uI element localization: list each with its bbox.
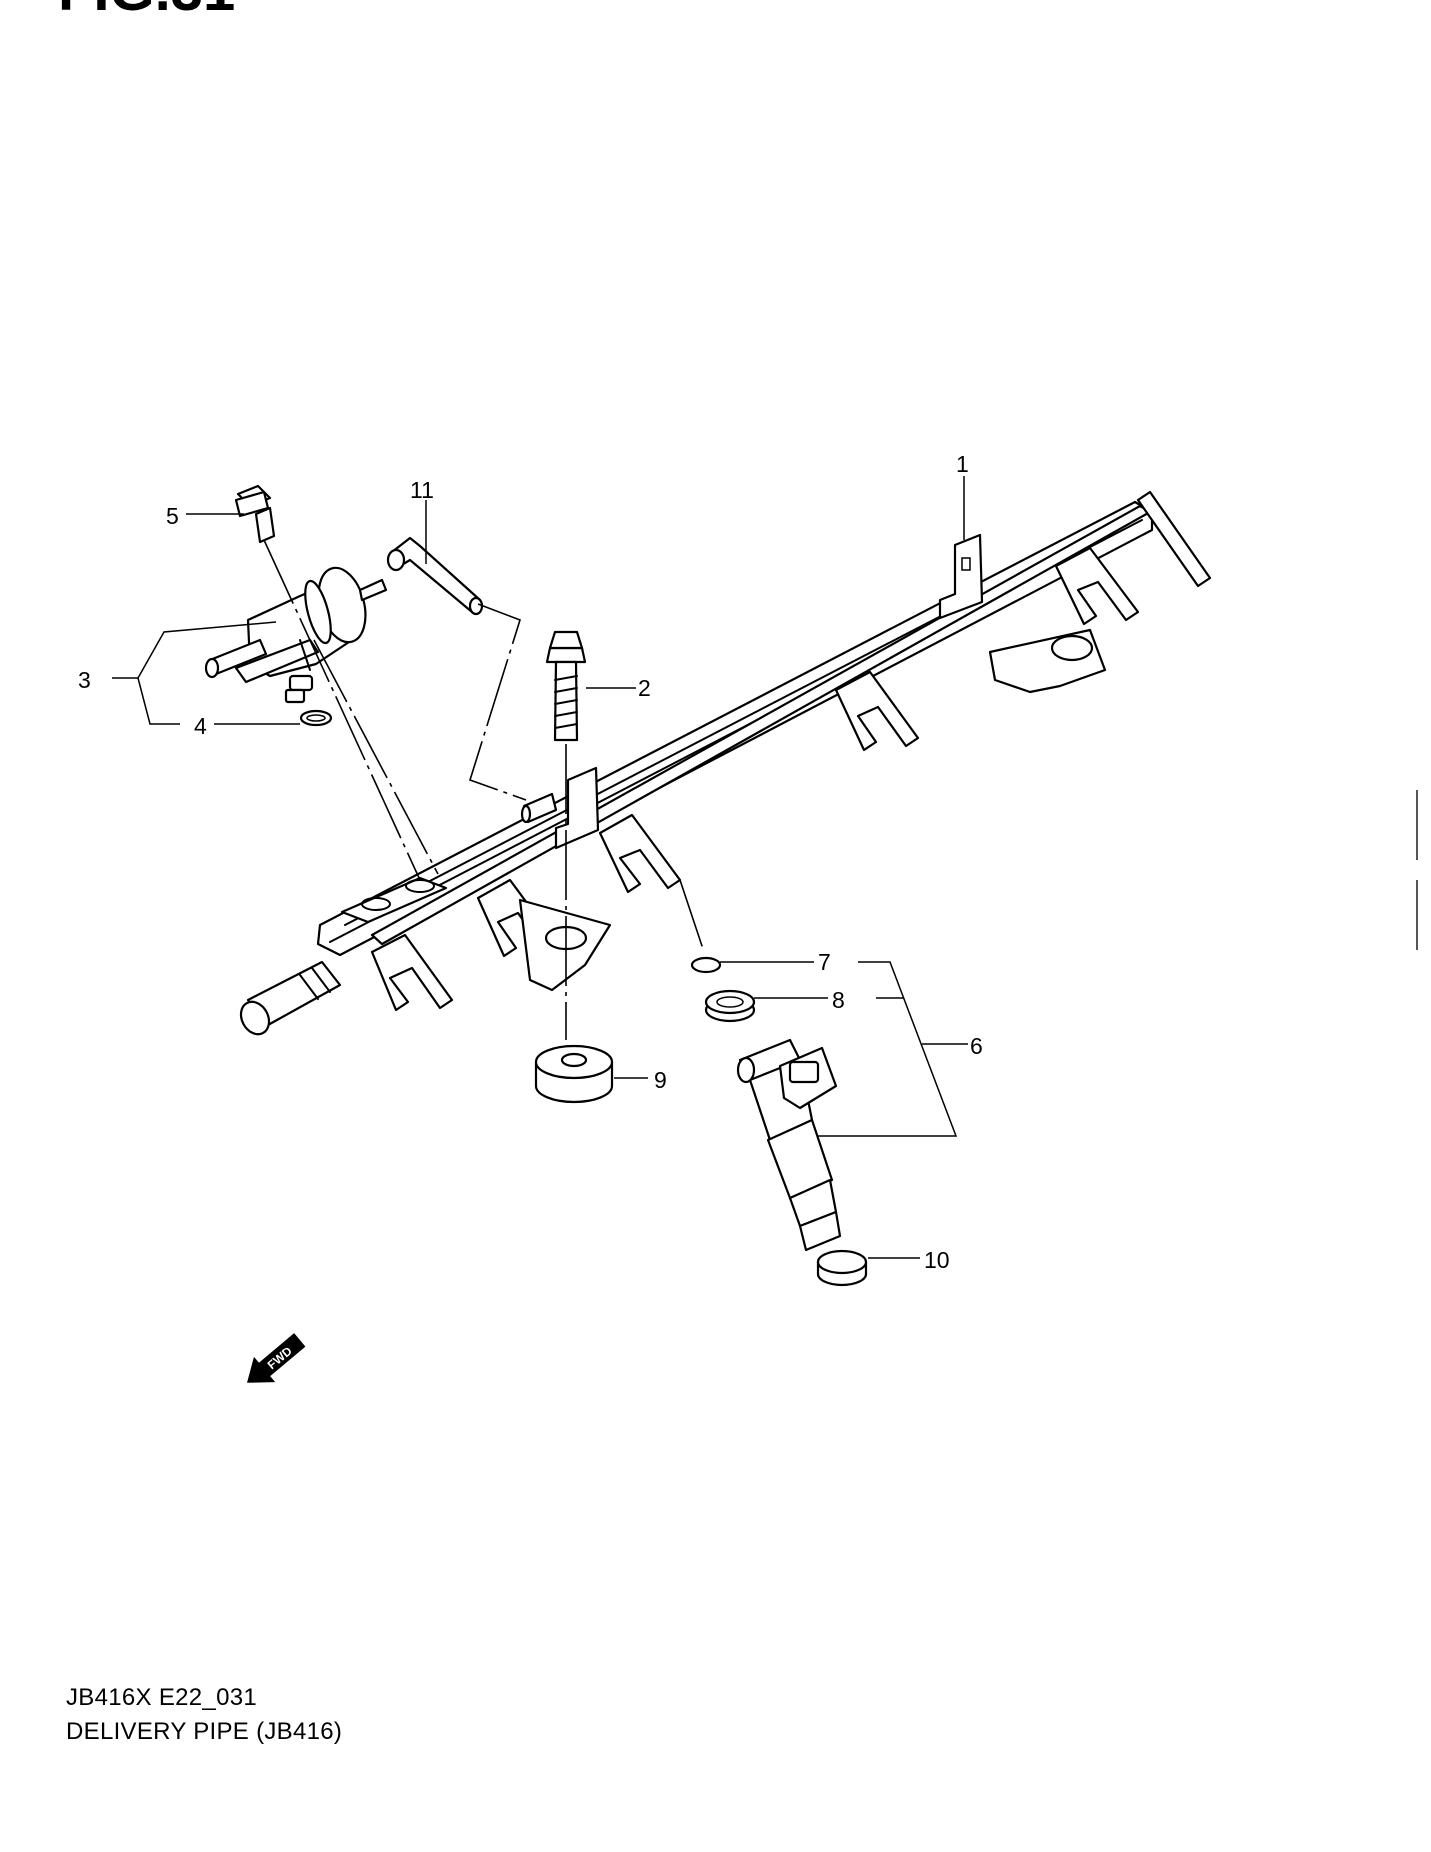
page-edge-mark: [1416, 880, 1418, 950]
o-ring-part-4: [299, 709, 333, 727]
callout-6: 6: [970, 1033, 983, 1059]
injector-part-6: [736, 1038, 842, 1252]
figure-title: DELIVERY PIPE (JB416): [66, 1718, 343, 1745]
callout-2: 2: [638, 675, 651, 701]
callout-4: 4: [194, 713, 207, 739]
insulator-part-9: [534, 1044, 614, 1104]
o-ring-part-7: [690, 956, 722, 974]
leader-lines: [112, 476, 968, 1259]
callout-5: 5: [166, 503, 179, 529]
forward-arrow-icon: FWD: [247, 1333, 306, 1383]
callout-labels: 1 2 3 4 5 6 7 8 9 10 11: [78, 451, 983, 1273]
callout-8: 8: [832, 987, 845, 1013]
bolt-part-5: [234, 484, 276, 544]
pressure-regulator: [204, 566, 388, 704]
callout-9: 9: [654, 1067, 667, 1093]
seal-part-10: [816, 1249, 868, 1287]
figure-code: JB416X E22_031: [66, 1684, 258, 1711]
page-edge-mark: [1416, 790, 1418, 860]
callout-7: 7: [818, 949, 831, 975]
bolt-part-2: [545, 630, 587, 742]
figure-heading: FIG.31: [58, 0, 235, 23]
hose-part-11: [386, 536, 484, 616]
callout-10: 10: [924, 1247, 950, 1273]
callout-11: 11: [410, 477, 434, 503]
delivery-pipe: [239, 490, 1212, 1036]
assembly-lines: [263, 539, 705, 1040]
callout-1: 1: [956, 451, 969, 477]
grommet-part-8: [704, 989, 756, 1023]
callout-3: 3: [78, 667, 91, 693]
